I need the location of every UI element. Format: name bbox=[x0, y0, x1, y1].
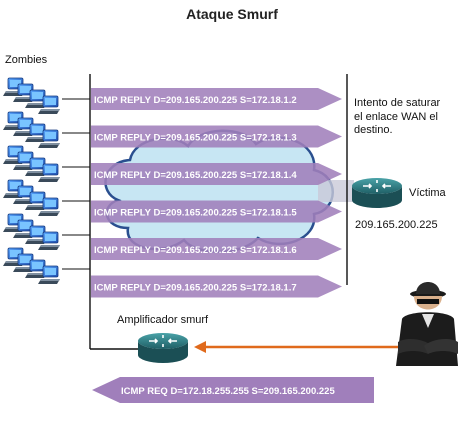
request-arrow-label: ICMP REQ D=172.18.255.255 S=209.165.200.… bbox=[121, 386, 335, 397]
zombie-group-6 bbox=[2, 247, 61, 285]
note-line-3: destino. bbox=[354, 124, 393, 136]
reply-arrow-shape bbox=[91, 200, 342, 223]
reply-arrow-shape bbox=[91, 88, 342, 110]
reply-arrow-label: ICMP REPLY D=209.165.200.225 S=172.18.1.… bbox=[94, 283, 297, 294]
reply-arrow-label: ICMP REPLY D=209.165.200.225 S=172.18.1.… bbox=[94, 245, 297, 256]
wan-link bbox=[318, 180, 354, 202]
saturation-note: Intento de saturar el enlace WAN el dest… bbox=[354, 97, 441, 136]
reply-arrow: ICMP REPLY D=209.165.200.225 S=172.18.1.… bbox=[91, 125, 342, 148]
reply-arrows: ICMP REPLY D=209.165.200.225 S=172.18.1.… bbox=[91, 88, 342, 298]
amplifier-router-icon bbox=[137, 332, 189, 364]
victim-ip: 209.165.200.225 bbox=[355, 219, 438, 231]
reply-arrow: ICMP REPLY D=209.165.200.225 S=172.18.1.… bbox=[91, 200, 342, 223]
request-arrow: ICMP REQ D=172.18.255.255 S=209.165.200.… bbox=[92, 377, 374, 403]
network-cloud bbox=[104, 129, 334, 253]
zombie-group-1 bbox=[2, 77, 61, 115]
zombie-group-3 bbox=[2, 145, 61, 183]
reply-arrow-shape bbox=[91, 275, 342, 298]
reply-arrow-label: ICMP REPLY D=209.165.200.225 S=172.18.1.… bbox=[94, 95, 297, 106]
reply-arrow-label: ICMP REPLY D=209.165.200.225 S=172.18.1.… bbox=[94, 208, 297, 219]
note-line-1: Intento de saturar bbox=[354, 97, 441, 109]
reply-arrow-shape bbox=[91, 163, 342, 185]
victim-label: Víctima bbox=[409, 187, 447, 199]
zombie-group-4 bbox=[2, 179, 61, 217]
hacker-icon bbox=[396, 282, 458, 366]
attack-arrow bbox=[194, 341, 398, 353]
reply-arrow-label: ICMP REPLY D=209.165.200.225 S=172.18.1.… bbox=[94, 170, 297, 181]
reply-arrow-label: ICMP REPLY D=209.165.200.225 S=172.18.1.… bbox=[94, 133, 297, 144]
reply-arrow-shape bbox=[91, 125, 342, 148]
zombie-computers bbox=[2, 77, 61, 285]
reply-arrow: ICMP REPLY D=209.165.200.225 S=172.18.1.… bbox=[91, 238, 342, 260]
zombie-group-5 bbox=[2, 213, 61, 251]
reply-arrow-shape bbox=[91, 238, 342, 260]
note-line-2: el enlace WAN el bbox=[354, 111, 438, 123]
zombie-connectors bbox=[62, 98, 90, 270]
victim-router-icon bbox=[351, 177, 403, 209]
amplifier-label: Amplificador smurf bbox=[117, 314, 209, 326]
zombies-label: Zombies bbox=[5, 54, 48, 66]
diagram-title: Ataque Smurf bbox=[186, 6, 278, 22]
reply-arrow: ICMP REPLY D=209.165.200.225 S=172.18.1.… bbox=[91, 163, 342, 185]
reply-arrow: ICMP REPLY D=209.165.200.225 S=172.18.1.… bbox=[91, 275, 342, 298]
reply-arrow: ICMP REPLY D=209.165.200.225 S=172.18.1.… bbox=[91, 88, 342, 110]
zombie-group-2 bbox=[2, 111, 61, 149]
